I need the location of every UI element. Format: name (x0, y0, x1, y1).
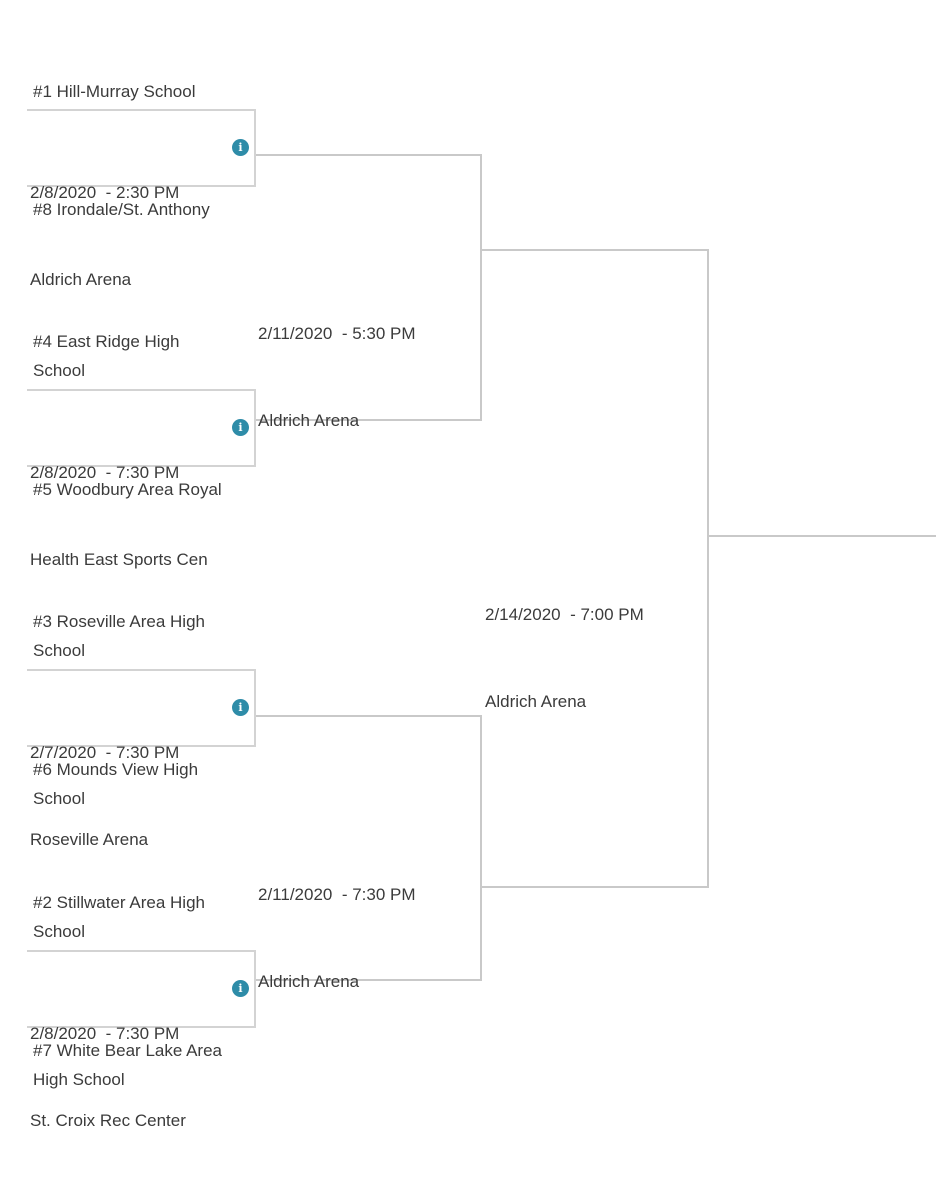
connector-sf1-vertical-line (480, 154, 482, 421)
game-note-sf2: 2/11/2020 - 7:30 PM Aldrich Arena (258, 822, 416, 1054)
connector-sf2-vertical-line (480, 715, 482, 981)
connector-qf3-exit-line (256, 715, 482, 717)
game-venue: Aldrich Arena (30, 270, 132, 289)
team-label-seed7: #7 White Bear Lake Area High School (33, 1041, 223, 1089)
info-button-qf1[interactable]: i (232, 139, 249, 156)
connector-qf4-exit-line (256, 979, 482, 981)
game-box-qf2: 2/8/2020 - 7:30 PM Health East Sports Ce… (27, 389, 256, 569)
game-note-final: 2/14/2020 - 7:00 PM Aldrich Arena (485, 542, 644, 774)
game-box-qf4: 2/8/2020 - 7:30 PM St. Croix Rec Center … (27, 950, 256, 1130)
connector-sf2-winner-line (480, 886, 709, 888)
game-datetime: 2/8/2020 - 2:30 PM (30, 183, 180, 202)
info-icon: i (238, 982, 243, 995)
game-box-qf1: 2/8/2020 - 2:30 PM Aldrich Arena i (27, 109, 256, 289)
connector-qf1-exit-line (256, 154, 482, 156)
connector-sf1-winner-line (480, 249, 709, 251)
game-datetime: 2/8/2020 - 7:30 PM (30, 463, 180, 482)
game-venue: Roseville Arena (30, 830, 149, 849)
game-datetime: 2/11/2020 - 5:30 PM (258, 324, 416, 343)
game-info-text: 2/8/2020 - 7:30 PM Health East Sports Ce… (27, 391, 254, 632)
game-venue: Aldrich Arena (485, 692, 587, 711)
game-box-qf3: 2/7/2020 - 7:30 PM Roseville Arena i (27, 669, 256, 849)
game-venue: Aldrich Arena (258, 411, 360, 430)
game-datetime: 2/11/2020 - 7:30 PM (258, 885, 416, 904)
game-datetime: 2/8/2020 - 7:30 PM (30, 1024, 180, 1043)
game-datetime: 2/7/2020 - 7:30 PM (30, 743, 180, 762)
game-venue: St. Croix Rec Center (30, 1111, 186, 1130)
game-datetime: 2/14/2020 - 7:00 PM (485, 605, 644, 624)
game-info-text: 2/8/2020 - 2:30 PM Aldrich Arena (27, 111, 254, 352)
connector-qf2-exit-line (256, 419, 482, 421)
game-venue: Aldrich Arena (258, 972, 360, 991)
team-label-seed8: #8 Irondale/St. Anthony (33, 200, 210, 219)
team-label-seed4: #4 East Ridge High School (33, 332, 180, 380)
info-icon: i (238, 701, 243, 714)
info-button-qf4[interactable]: i (232, 980, 249, 997)
info-button-qf3[interactable]: i (232, 699, 249, 716)
team-label-seed1: #1 Hill-Murray School (33, 82, 196, 101)
team-label-seed6: #6 Mounds View High School (33, 760, 199, 808)
game-venue: Health East Sports Cen (30, 550, 208, 569)
game-note-sf1: 2/11/2020 - 5:30 PM Aldrich Arena (258, 261, 416, 493)
connector-final-vertical-line (707, 249, 709, 888)
info-icon: i (238, 421, 243, 434)
connector-final-winner-line (707, 535, 936, 537)
team-label-seed3: #3 Roseville Area High School (33, 612, 205, 660)
info-button-qf2[interactable]: i (232, 419, 249, 436)
info-icon: i (238, 141, 243, 154)
team-label-seed5: #5 Woodbury Area Royal (33, 480, 222, 499)
team-label-seed2: #2 Stillwater Area High School (33, 893, 205, 941)
game-info-text: 2/8/2020 - 7:30 PM St. Croix Rec Center (27, 952, 254, 1193)
game-info-text: 2/7/2020 - 7:30 PM Roseville Arena (27, 671, 254, 912)
